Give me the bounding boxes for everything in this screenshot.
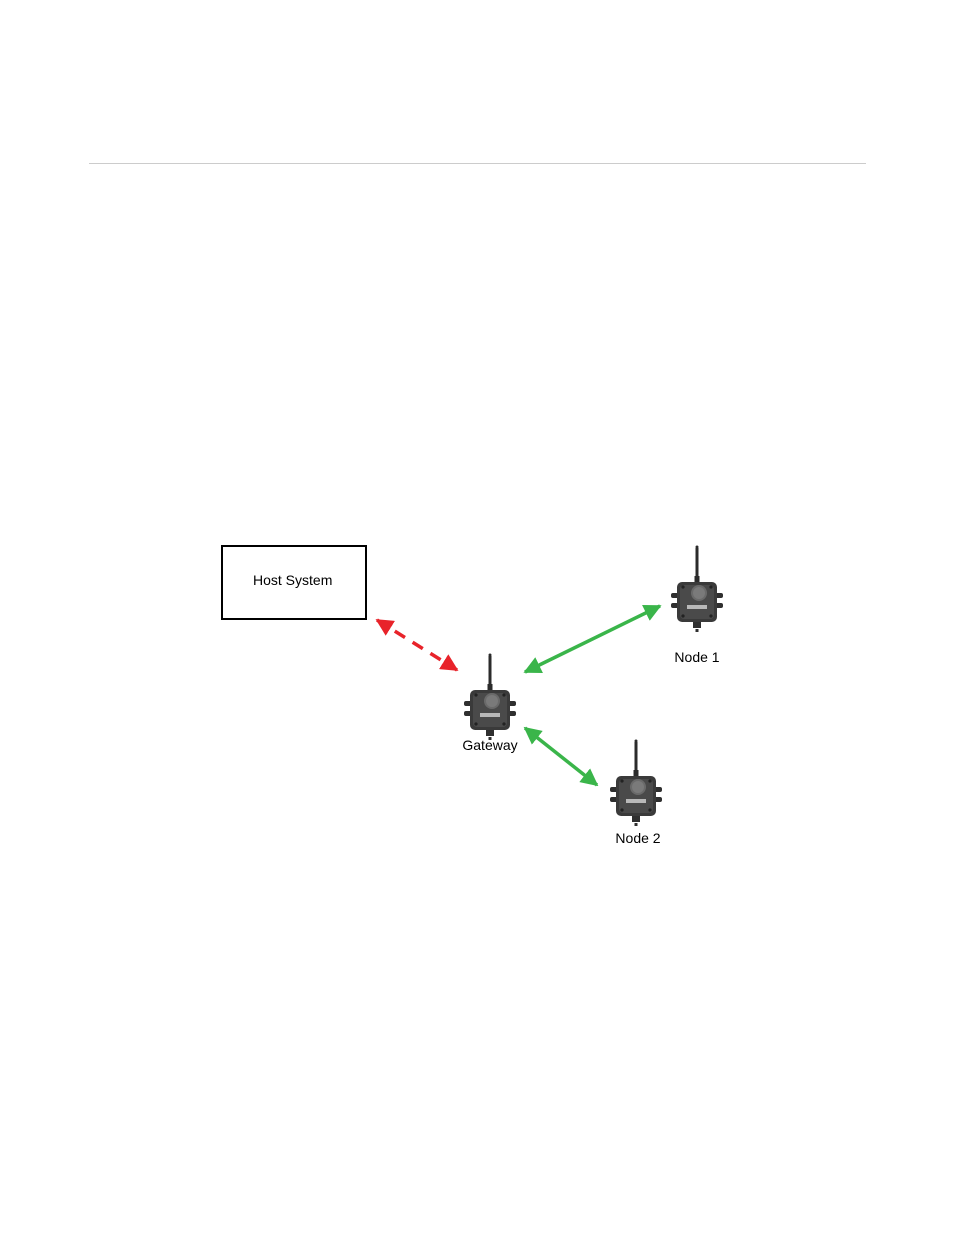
host-system-label: Host System: [253, 572, 332, 588]
gateway-label: Gateway: [462, 737, 517, 753]
link-host-gateway: [377, 620, 457, 670]
node1-label: Node 1: [674, 649, 719, 665]
host-system-box: Host System: [221, 545, 367, 620]
link-gateway-node2: [525, 728, 597, 785]
node2-label: Node 2: [615, 830, 660, 846]
link-gateway-node1: [525, 606, 660, 672]
gateway-device-icon: [464, 654, 516, 741]
node1-device-icon: [671, 546, 723, 633]
node2-device-icon: [610, 740, 662, 827]
